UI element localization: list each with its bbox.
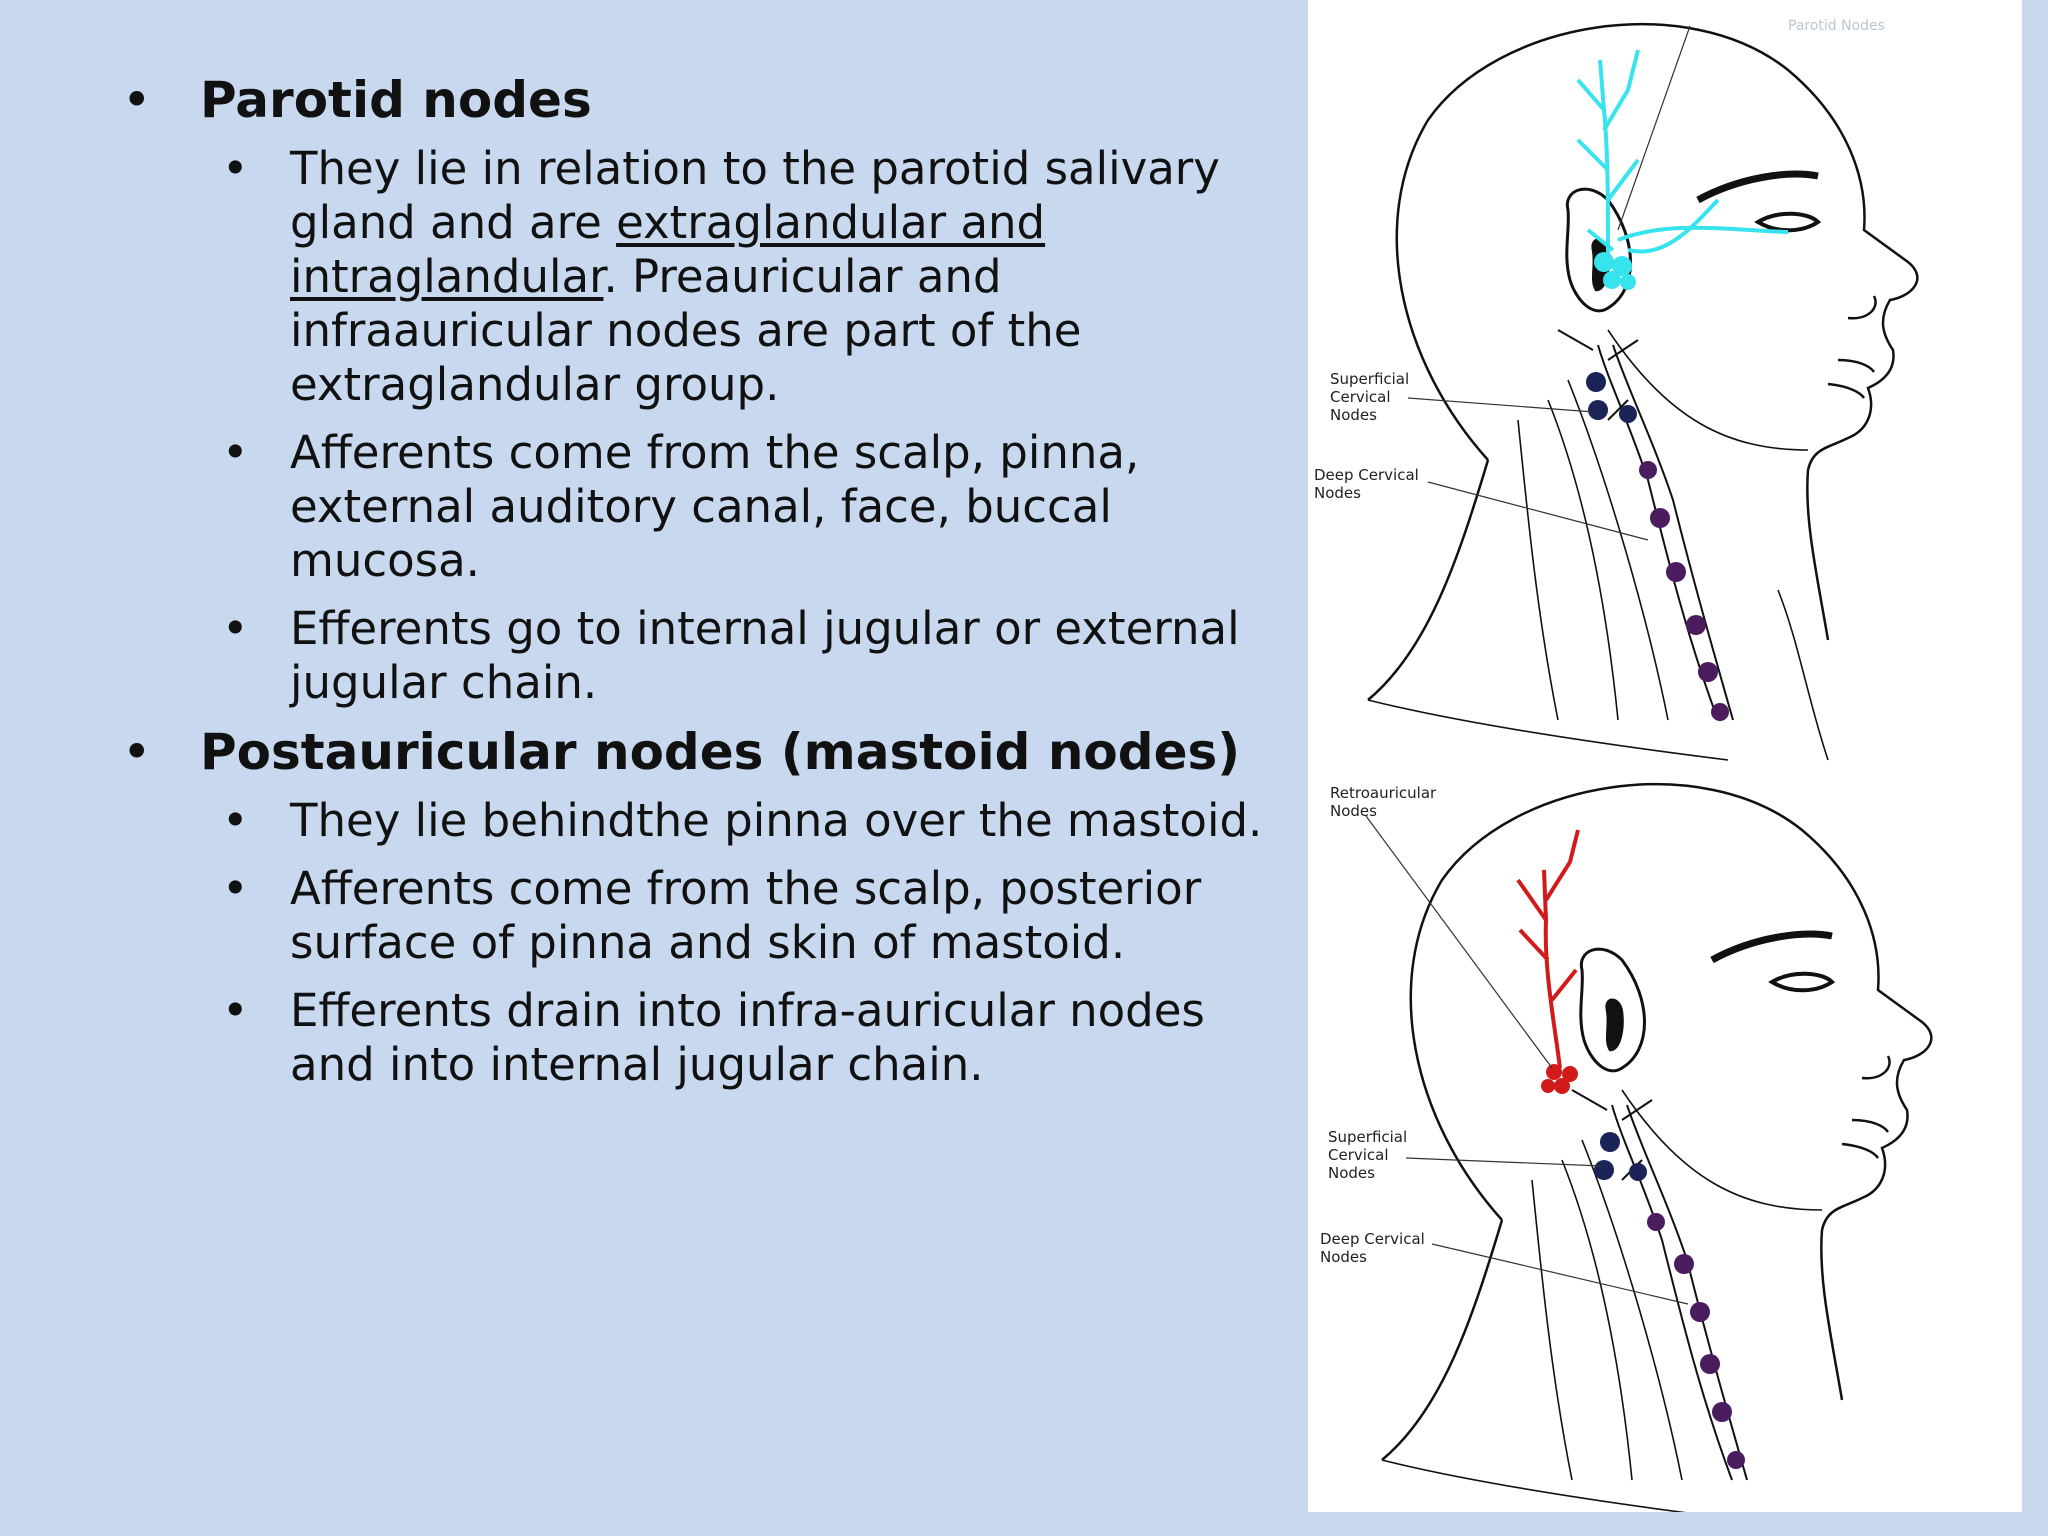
- point-text: Efferents go to internal jugular or exte…: [290, 602, 1240, 709]
- top-leader-lines: [1407, 25, 1691, 541]
- list-item: • Afferents come from the scalp, posteri…: [118, 862, 1278, 970]
- slide-text: • Parotid nodes • They lie in relation t…: [118, 72, 1278, 1106]
- bullet: •: [122, 723, 152, 781]
- top-superficial-nodes: [1586, 372, 1637, 423]
- bottom-jaw: [1621, 1089, 1823, 1211]
- bottom-nostril: [1861, 1055, 1891, 1080]
- point-text: Afferents come from the scalp, pinna, ex…: [290, 426, 1140, 587]
- underlined-term: extraglandular and intraglandular: [290, 196, 1046, 303]
- retroauricular-vessels: [1516, 829, 1580, 1069]
- bullet: •: [222, 862, 249, 915]
- list-item: • Efferents go to internal jugular or ex…: [118, 602, 1278, 710]
- parotid-heading: Parotid nodes: [200, 71, 592, 129]
- parotid-nodes: [1594, 252, 1636, 290]
- bottom-ear-outer: [1579, 947, 1646, 1073]
- top-eye: [1754, 211, 1822, 233]
- label-retro-2: Nodes: [1330, 802, 1377, 820]
- bottom-neck-lines: [1531, 1139, 1683, 1481]
- label-superficial-1: Superficial: [1330, 370, 1409, 388]
- section-heading: • Postauricular nodes (mastoid nodes): [118, 724, 1278, 780]
- point-text: Efferents drain into infra-auricular nod…: [290, 984, 1205, 1091]
- top-nostril: [1847, 295, 1877, 320]
- bottom-shoulder: [1381, 1459, 1687, 1512]
- point-text: They lie behindthe pinna over the mastoi…: [290, 794, 1263, 847]
- label-deep-2: Nodes: [1314, 484, 1361, 502]
- bullet: •: [222, 984, 249, 1037]
- list-item: • Efferents drain into infra-auricular n…: [118, 984, 1278, 1092]
- top-cervical-vessels: [1557, 329, 1734, 721]
- bottom-eye: [1768, 971, 1836, 993]
- label-superficial-3: Nodes: [1328, 1164, 1375, 1182]
- section-heading: • Parotid nodes: [118, 72, 1278, 128]
- label-superficial-1: Superficial: [1328, 1128, 1407, 1146]
- anatomy-illustration: Parotid Nodes Superficial Cervical Nodes…: [1314, 18, 1933, 1512]
- top-deep-nodes: [1639, 461, 1729, 721]
- bullet: •: [122, 71, 152, 129]
- postauricular-points: • They lie behindthe pinna over the mast…: [118, 794, 1278, 1092]
- bullet: •: [222, 426, 249, 479]
- lymph-node-figure: Parotid Nodes Superficial Cervical Nodes…: [1308, 0, 2022, 1512]
- label-superficial-2: Cervical: [1330, 388, 1391, 406]
- point-text: They lie in relation to the parotid sali…: [290, 142, 1220, 249]
- bullet: •: [222, 602, 249, 655]
- top-head-diagram: [1367, 23, 1919, 761]
- label-parotid-nodes: Parotid Nodes: [1788, 18, 1885, 34]
- postauricular-heading: Postauricular nodes (mastoid nodes): [200, 723, 1241, 781]
- bullet: •: [222, 794, 249, 847]
- label-superficial-2: Cervical: [1328, 1146, 1389, 1164]
- list-item: • Afferents come from the scalp, pinna, …: [118, 426, 1278, 588]
- bottom-leader-lines: [1365, 815, 1689, 1305]
- point-text-cont: . Preauricular and infraauricular nodes …: [290, 250, 1082, 411]
- top-lips: [1827, 358, 1876, 399]
- parotid-points: • They lie in relation to the parotid sa…: [118, 142, 1278, 710]
- parotid-vessels: [1576, 49, 1789, 263]
- top-ear-outer: [1565, 187, 1632, 313]
- list-item: • They lie in relation to the parotid sa…: [118, 142, 1278, 412]
- bottom-lips: [1841, 1118, 1890, 1159]
- bottom-head-outline: [1409, 783, 1933, 1401]
- label-deep-1: Deep Cervical: [1314, 466, 1419, 484]
- list-item: • They lie behindthe pinna over the mast…: [118, 794, 1278, 848]
- top-brow: [1696, 170, 1819, 204]
- top-jaw: [1607, 329, 1809, 451]
- label-deep-1: Deep Cervical: [1320, 1230, 1425, 1248]
- top-back-neck: [1367, 459, 1490, 701]
- bottom-superficial-nodes: [1594, 1132, 1647, 1181]
- label-superficial-3: Nodes: [1330, 406, 1377, 424]
- bottom-head-diagram: [1381, 783, 1933, 1512]
- label-retro-1: Retroauricular: [1330, 784, 1437, 802]
- top-neck-lines: [1517, 379, 1669, 721]
- point-text: Afferents come from the scalp, posterior…: [290, 862, 1202, 969]
- bottom-deep-nodes: [1647, 1213, 1745, 1469]
- label-deep-2: Nodes: [1320, 1248, 1367, 1266]
- retroauricular-nodes: [1541, 1064, 1578, 1094]
- bottom-ear-inner: [1605, 998, 1624, 1052]
- top-head-outline: [1395, 23, 1919, 641]
- bullet: •: [222, 142, 249, 195]
- bottom-brow: [1710, 930, 1833, 964]
- top-shoulder: [1367, 589, 1829, 761]
